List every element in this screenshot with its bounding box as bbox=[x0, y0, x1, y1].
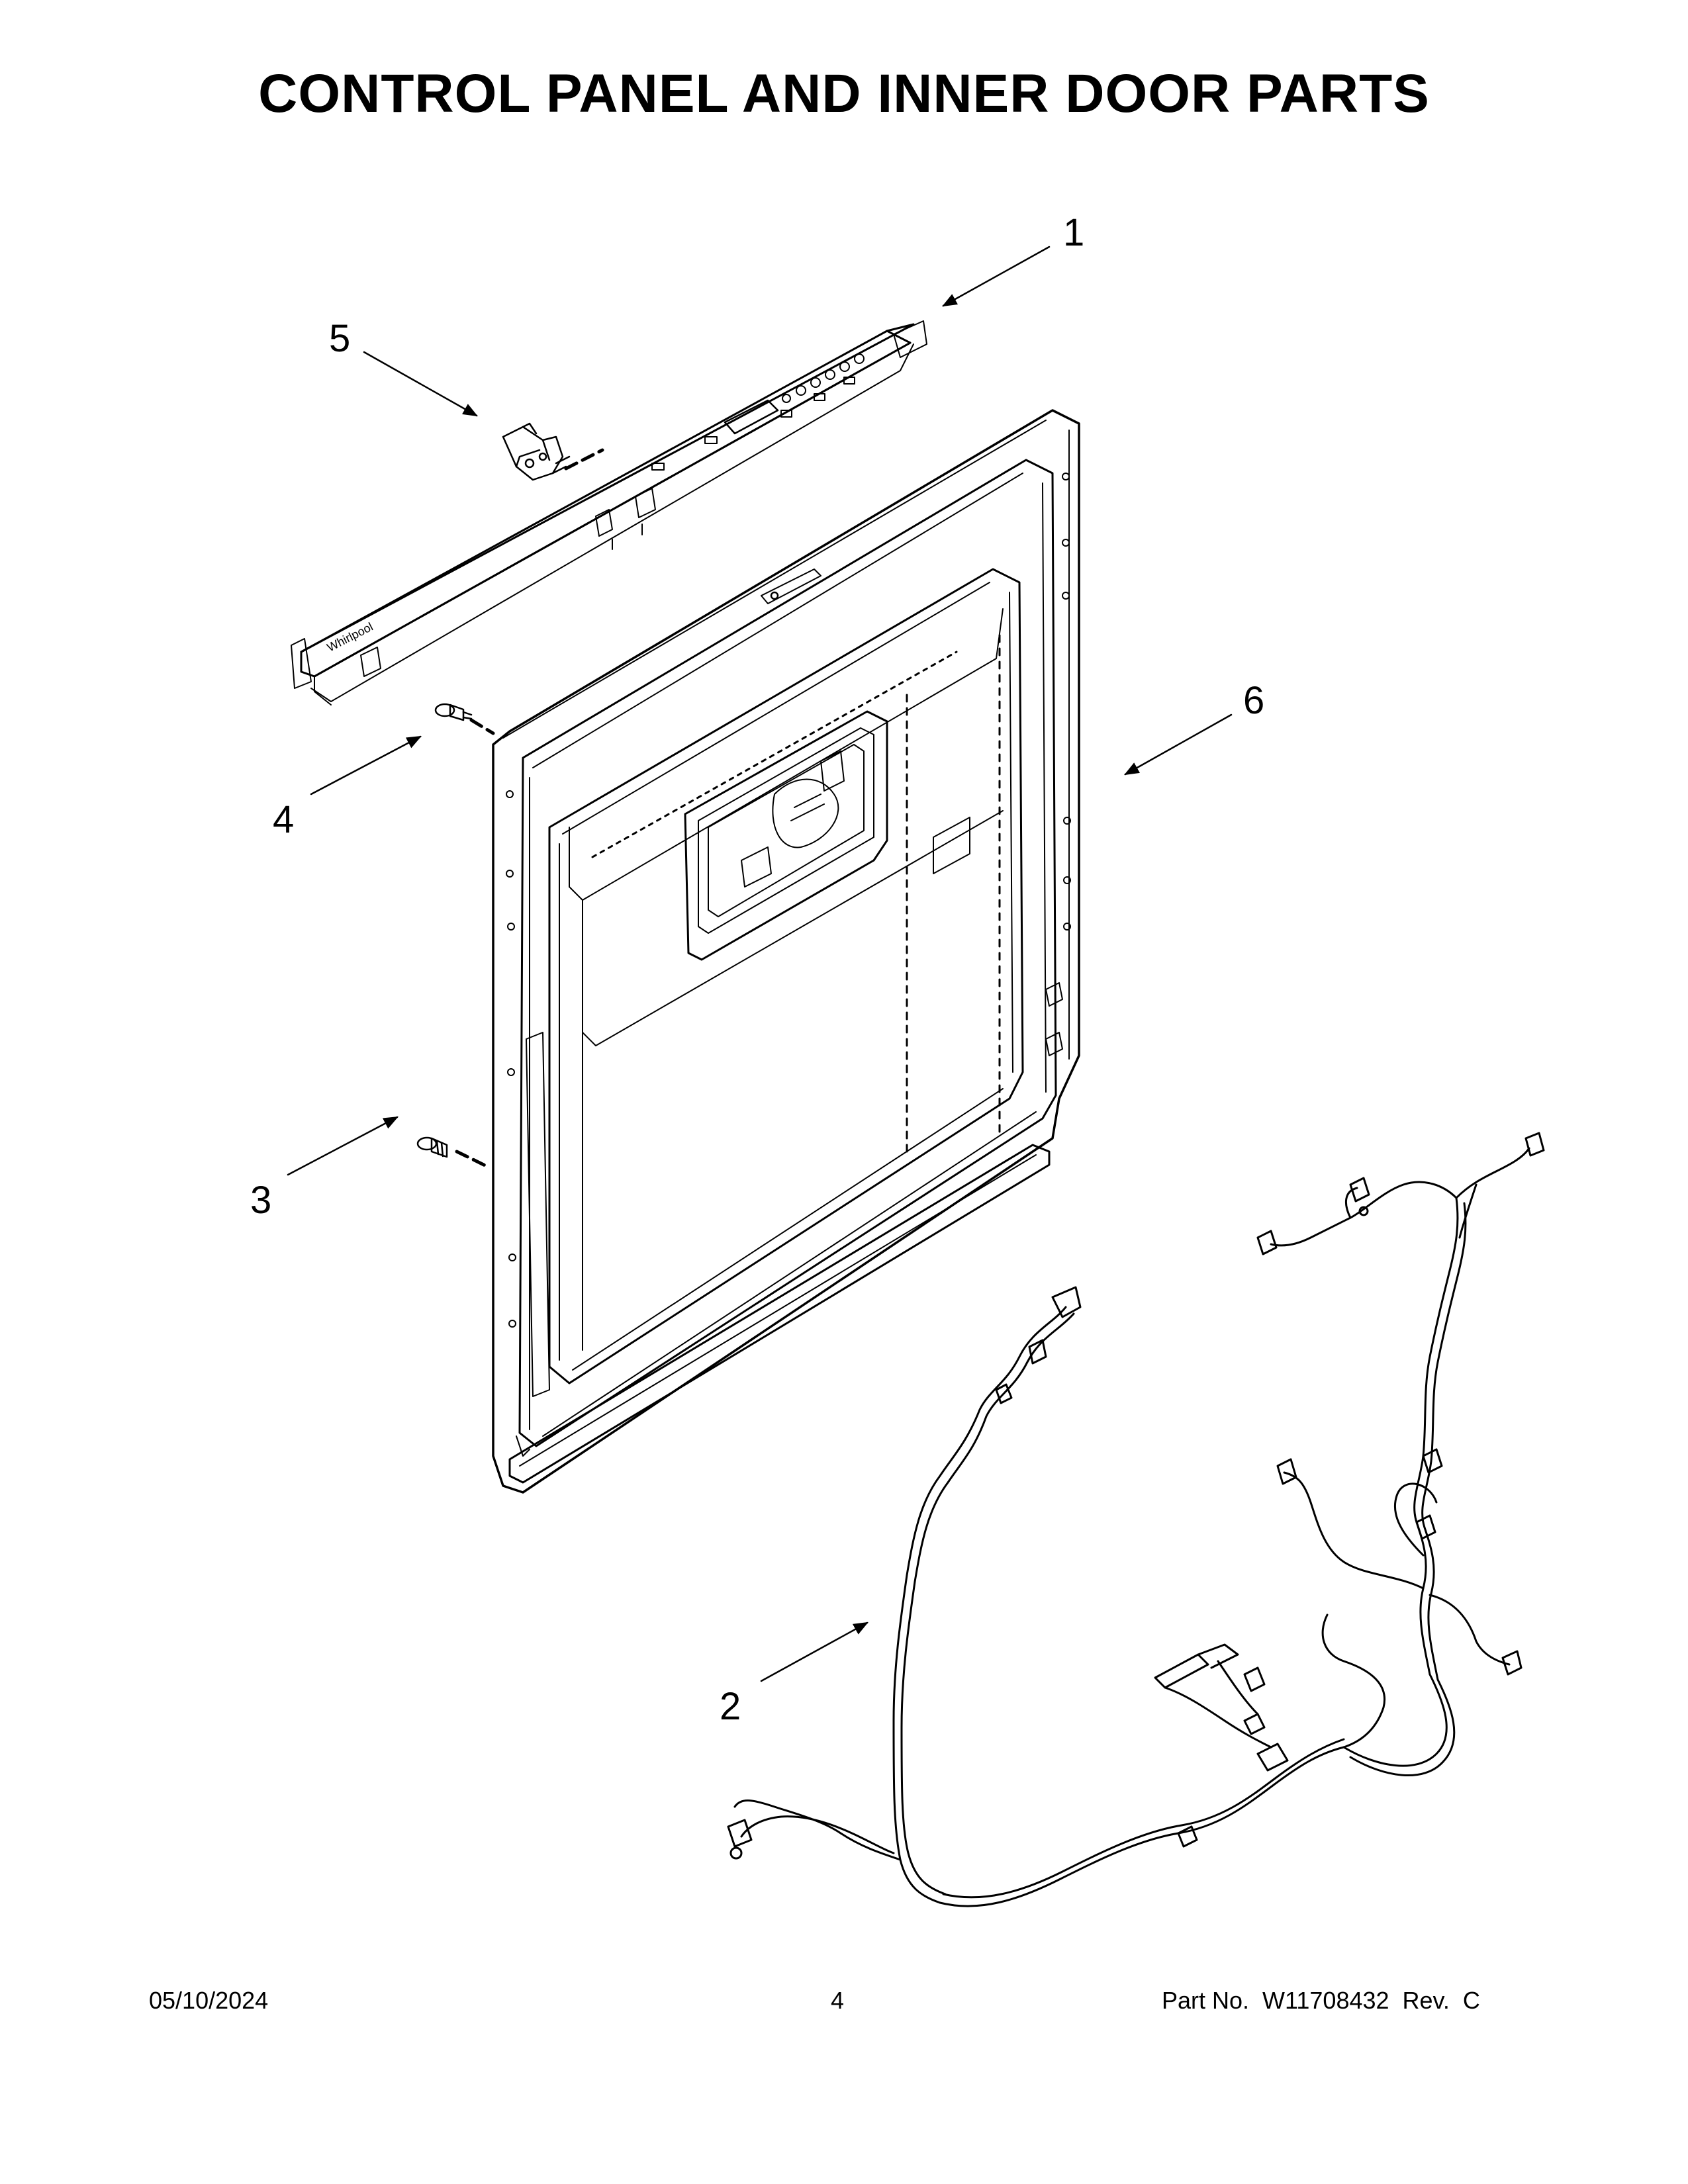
leader-2 bbox=[760, 1621, 868, 1682]
control-panel-part: Whirlpool bbox=[291, 320, 927, 705]
screw-3-part bbox=[416, 1136, 489, 1168]
latch-part bbox=[502, 422, 604, 481]
callout-4: 4 bbox=[273, 798, 295, 841]
footer-part-number: Part No. W11708432 Rev. C bbox=[1162, 1987, 1480, 2014]
leader-5 bbox=[363, 351, 478, 417]
callout-3: 3 bbox=[250, 1179, 272, 1222]
leader-3 bbox=[287, 1116, 399, 1176]
page-title: CONTROL PANEL AND INNER DOOR PARTS bbox=[258, 64, 1430, 124]
callout-2: 2 bbox=[720, 1685, 741, 1728]
callout-5: 5 bbox=[329, 317, 351, 360]
screw-4-part bbox=[434, 703, 495, 735]
callout-1: 1 bbox=[1063, 211, 1085, 254]
wire-harness-part bbox=[727, 1132, 1545, 1907]
leader-4 bbox=[310, 735, 422, 796]
inner-door-part bbox=[492, 409, 1080, 1494]
callout-leaders bbox=[287, 246, 1233, 1682]
footer-page-number: 4 bbox=[831, 1987, 845, 2014]
leader-6 bbox=[1124, 713, 1233, 776]
footer-date: 05/10/2024 bbox=[149, 1987, 269, 2014]
callout-6: 6 bbox=[1243, 679, 1265, 722]
leader-1 bbox=[942, 246, 1051, 307]
